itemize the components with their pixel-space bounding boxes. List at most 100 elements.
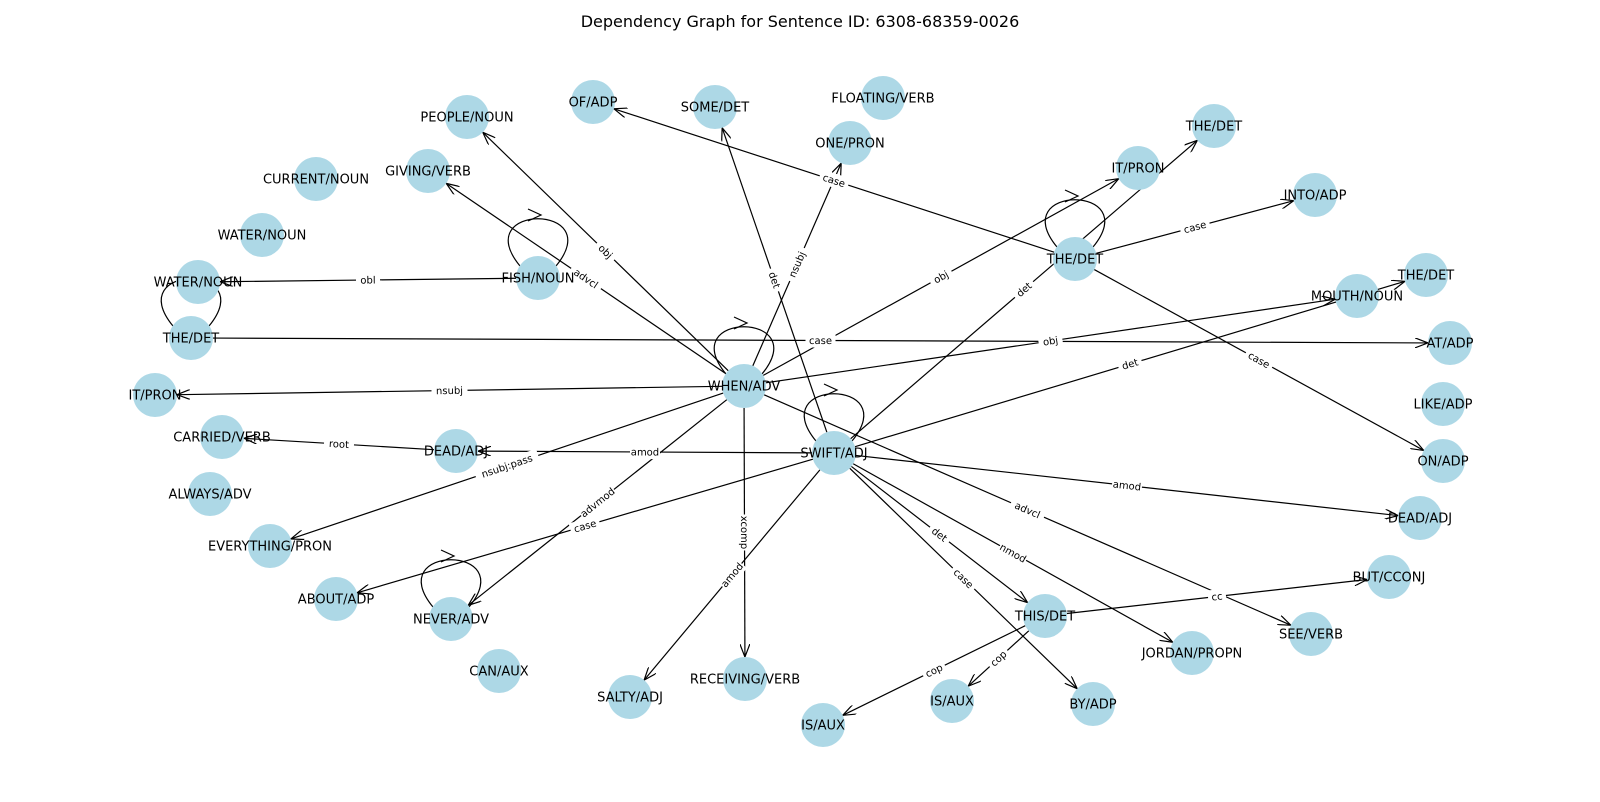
edge-label-group: case: [817, 169, 851, 192]
graph-node: WATER/NOUN: [154, 260, 243, 304]
edge-label-background: [717, 559, 747, 591]
graph-node: ABOUT/ADP: [298, 577, 374, 621]
graph-node: AT/ADP: [1427, 321, 1474, 365]
node-circle: [294, 157, 338, 201]
node-circle: [240, 213, 284, 257]
node-circle: [1170, 631, 1214, 675]
edge-label: amod: [631, 447, 659, 458]
edge-label-group: amod: [717, 559, 747, 591]
edge-label-background: [805, 333, 836, 348]
edge-label-group: obj: [927, 265, 955, 289]
edge-label: xcomp: [738, 516, 749, 549]
edge-label-group: obl: [355, 272, 381, 288]
node-circle: [723, 657, 767, 701]
node-circle: [406, 149, 450, 193]
edge-label-background: [323, 436, 355, 452]
node-label: CARRIED/VERB: [173, 431, 271, 446]
node-label: WHEN/ADV: [708, 380, 781, 395]
edge-label-background: [1037, 332, 1064, 350]
node-circle: [1289, 612, 1333, 656]
node-circle: [828, 121, 872, 165]
edge-label-background: [1111, 476, 1143, 495]
edge-label-group: cc: [1207, 588, 1227, 605]
edge-label-background: [355, 272, 381, 288]
node-circle: [801, 703, 845, 747]
node-circle: [1192, 104, 1236, 148]
node-circle: [1404, 253, 1448, 297]
node-label: SWIFT/ADJ: [800, 447, 867, 462]
graph-node: EVERYTHING/PRON: [208, 524, 332, 568]
node-circle: [169, 316, 213, 360]
node-circle: [445, 95, 489, 139]
edge-label-background: [817, 169, 851, 192]
edge-label-group: det: [763, 266, 786, 294]
node-label: BY/ADP: [1069, 698, 1116, 713]
node-label: INTO/ADP: [1284, 189, 1347, 204]
node-circle: [812, 431, 856, 475]
node-label: IT/PRON: [1112, 162, 1165, 177]
edge-label: case: [809, 336, 832, 347]
edge-label: cc: [1211, 591, 1223, 603]
graph-node: DEAD/ADJ: [424, 429, 488, 473]
edge-label: det: [1121, 357, 1140, 372]
edge-label-background: [1178, 216, 1212, 238]
node-circle: [1053, 237, 1097, 281]
edge-label-background: [568, 515, 602, 537]
node-label: MOUTH/NOUN: [1311, 290, 1403, 305]
node-label: DEAD/ADJ: [1388, 512, 1452, 527]
graph-node: FLOATING/VERB: [831, 76, 935, 120]
edge-label-background: [473, 448, 541, 484]
graph-node: CURRENT/NOUN: [263, 157, 369, 201]
edge-label-group: case: [568, 515, 602, 537]
self-loop-edge: [803, 393, 865, 442]
node-label: THE/DET: [1046, 253, 1104, 268]
self-loop-arrowhead: [527, 208, 543, 222]
graph-node: INTO/ADP: [1284, 173, 1347, 217]
node-label: DEAD/ADJ: [424, 445, 488, 460]
graph-node: BY/ADP: [1069, 682, 1117, 726]
node-circle: [434, 429, 478, 473]
node-circle: [1367, 555, 1411, 599]
edge-label: obj: [1042, 335, 1059, 348]
edge-label-group: case: [1242, 346, 1276, 374]
edge-label-background: [996, 539, 1030, 567]
self-loop-edge: [420, 559, 482, 608]
graph-node: ALWAYS/ADV: [168, 472, 252, 516]
node-label: PEOPLE/NOUN: [420, 111, 513, 126]
node-label: RECEIVING/VERB: [690, 673, 800, 688]
edge-label-group: det: [1010, 276, 1038, 303]
edge-label-background: [1010, 276, 1038, 303]
node-circle: [1335, 274, 1379, 318]
edge-label-background: [567, 262, 605, 295]
self-loop-edge: [1044, 199, 1106, 248]
node-label: CAN/AUX: [469, 665, 528, 680]
graph-node: DEAD/ADJ: [1388, 496, 1452, 540]
graph-node: SALTY/ADJ: [597, 675, 663, 719]
graph-node: IS/AUX: [930, 679, 974, 723]
graph-node: FISH/NOUN: [502, 256, 575, 300]
edge-label: advmod: [579, 486, 618, 520]
graph-node: WHEN/ADV: [708, 364, 781, 408]
edge-label-group: det: [925, 521, 954, 548]
node-label: WATER/NOUN: [218, 229, 307, 244]
edge-label-group: root: [323, 436, 355, 452]
node-circle: [1398, 496, 1442, 540]
node-label: WATER/NOUN: [154, 276, 243, 291]
node-label: THIS/DET: [1014, 610, 1075, 625]
edge-label-background: [1242, 346, 1276, 374]
node-circle: [429, 597, 473, 641]
node-label: THE/DET: [1185, 120, 1243, 135]
edge-label-group: nsubj: [431, 383, 468, 398]
node-label: GIVING/VERB: [385, 165, 471, 180]
self-loop-arrowhead: [823, 383, 839, 397]
node-circle: [1421, 382, 1465, 426]
self-loop-arrowhead: [733, 316, 749, 330]
node-label: FISH/NOUN: [502, 272, 575, 287]
graph-node: SEE/VERB: [1279, 612, 1343, 656]
edge-label: amod: [1112, 479, 1141, 493]
node-label: SEE/VERB: [1279, 628, 1343, 643]
self-loop-edge: [507, 218, 569, 267]
node-label: IS/AUX: [930, 695, 974, 710]
